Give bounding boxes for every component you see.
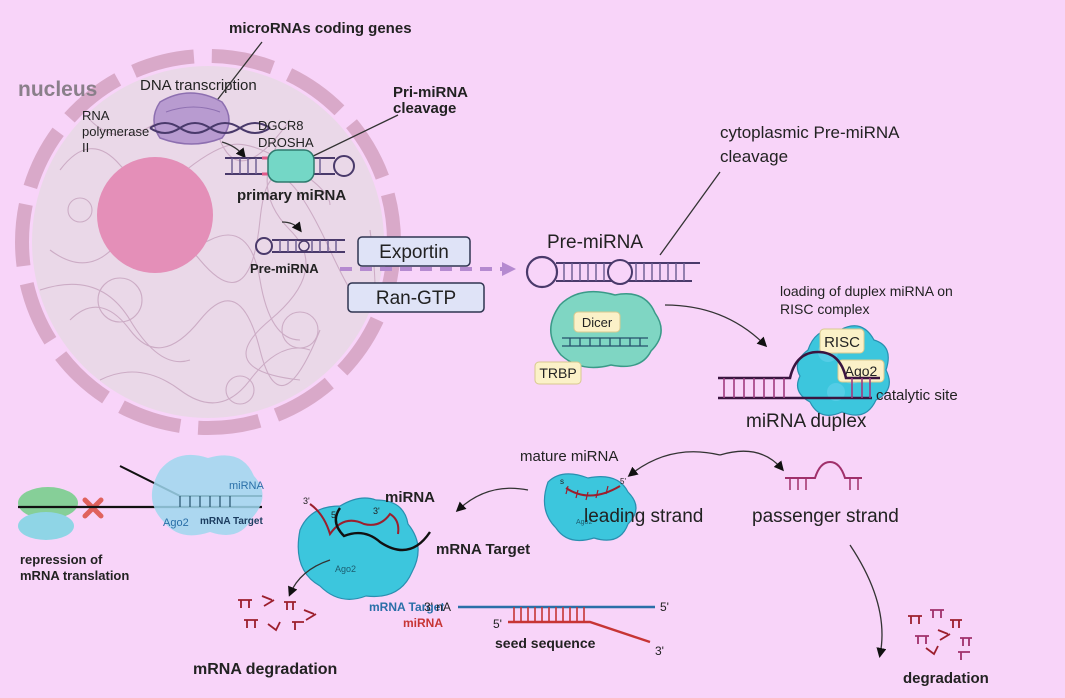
to-passenger-strand-arrow <box>719 450 784 472</box>
mrna-degradation-label: mRNA degradation <box>193 661 337 678</box>
seed-3-bottom-label: 3' <box>655 644 664 658</box>
strand-5-label: 5' <box>620 477 626 486</box>
drosha-complex-icon <box>267 149 315 183</box>
pre-mirna-nucleus-label: Pre-miRNA <box>250 261 319 276</box>
bound-mirna-strand <box>309 503 400 537</box>
rna-polymerase-icon <box>153 92 230 145</box>
passenger-degradation-arrow <box>849 544 887 658</box>
risc-tag <box>819 328 865 354</box>
mrna-fragment-icon <box>238 595 317 632</box>
loading-label-2: RISC complex <box>780 301 869 317</box>
ago2-small-label: Ago2 <box>576 519 592 526</box>
repression-label-2: mRNA translation <box>20 568 129 583</box>
seed-pairing <box>513 607 585 622</box>
bound-prime-3-label: 3' <box>303 496 310 506</box>
mirna-duplex-strand <box>718 350 880 400</box>
dicer-label: Dicer <box>582 315 613 330</box>
pri-mirna-cleavage-label-2: cleavage <box>393 100 456 117</box>
bound-ago2-label: Ago2 <box>335 564 356 574</box>
mature-mirna-label: mature miRNA <box>520 448 618 465</box>
seed-3na-label: 3' nA <box>424 600 451 614</box>
seed-5-top-label: 5' <box>660 600 669 614</box>
rna-polymerase-label-1: RNA <box>82 108 110 123</box>
transcription-arrow <box>221 141 246 159</box>
degradation-label: degradation <box>903 670 989 687</box>
rna-polymerase-label-3: II <box>82 140 89 155</box>
catalytic-site-label: catalytic site <box>876 387 958 404</box>
dgcr8-label: DGCR8 <box>258 118 304 133</box>
rna-fragment-icon <box>908 609 972 660</box>
pre-mirna-hairpin-nucleus <box>255 237 345 255</box>
processing-arrow <box>281 221 302 233</box>
trbp-tag <box>534 361 582 385</box>
bound-prime-5-label: 5' <box>331 510 338 520</box>
ago2-repression-label: Ago2 <box>163 517 189 529</box>
exportin-box <box>357 236 471 267</box>
mirna-repression-label: miRNA <box>229 480 264 492</box>
cyto-cleavage-leader-line <box>659 171 721 256</box>
pre-mirna-hairpin-cytoplasm <box>525 255 700 289</box>
bound-prime-3b-label: 3' <box>373 506 380 516</box>
strand-s-label: s <box>560 477 564 486</box>
ago2-faded-icon <box>151 454 263 536</box>
dicer-to-risc-arrow <box>664 304 768 348</box>
ran-gtp-label: Ran-GTP <box>376 288 456 309</box>
risc-label: RISC <box>824 334 860 351</box>
repression-label-1: repression of <box>20 552 103 567</box>
microrna-genes-label: microRNAs coding genes <box>229 20 412 37</box>
pri-cleavage-leader-line <box>304 114 399 161</box>
ribosome-icon <box>18 487 78 540</box>
dicer-tag <box>573 311 621 333</box>
mrna-target-repression-label: mRNA Target <box>200 516 263 527</box>
seed-mrna-target-label: mRNA Target <box>369 600 444 614</box>
dna-helix-icon <box>149 122 271 134</box>
to-mrna-degradation-arrow <box>288 559 331 597</box>
ago2-target-complex-icon <box>297 497 419 600</box>
ago2-risc-tag <box>837 359 885 383</box>
ago2-risc-label: Ago2 <box>845 363 878 379</box>
rna-polymerase-label-2: polymerase <box>82 124 149 139</box>
passenger-strand-icon <box>785 460 862 490</box>
pri-mirna-cleavage-label-1: Pri-miRNA <box>393 84 468 101</box>
nucleus-label: nucleus <box>18 78 97 101</box>
bound-mrna-strand <box>334 507 431 552</box>
dna-transcription-label: DNA transcription <box>140 77 257 94</box>
pre-mirna-cyto-label: Pre-miRNA <box>547 232 643 253</box>
to-leading-strand-arrow <box>627 451 721 477</box>
bound-mirna-label: miRNA <box>385 489 435 506</box>
cyto-cleavage-label-2: cleavage <box>720 147 788 166</box>
nucleolus <box>97 157 213 273</box>
seed-5-bottom-label: 5' <box>493 617 502 631</box>
ran-gtp-box <box>347 282 485 313</box>
ago2-protein-icon <box>543 473 637 541</box>
mirna-duplex-label: miRNA duplex <box>746 411 867 432</box>
to-target-binding-arrow <box>455 487 529 513</box>
seed-mirna-label: miRNA <box>403 616 443 630</box>
trbp-label: TRBP <box>539 365 576 381</box>
loading-label-1: loading of duplex miRNA on <box>780 283 953 299</box>
seed-sequence-label: seed sequence <box>495 635 596 651</box>
bound-mrna-target-label: mRNA Target <box>436 541 530 558</box>
passenger-strand-label: passenger strand <box>752 506 899 527</box>
cyto-cleavage-label-1: cytoplasmic Pre-miRNA <box>720 123 900 142</box>
primary-mirna-label: primary miRNA <box>237 187 346 204</box>
repression-pairing <box>179 496 231 507</box>
exportin-label: Exportin <box>379 242 449 263</box>
leading-strand-label: leading strand <box>584 506 703 527</box>
drosha-label: DROSHA <box>258 135 314 150</box>
